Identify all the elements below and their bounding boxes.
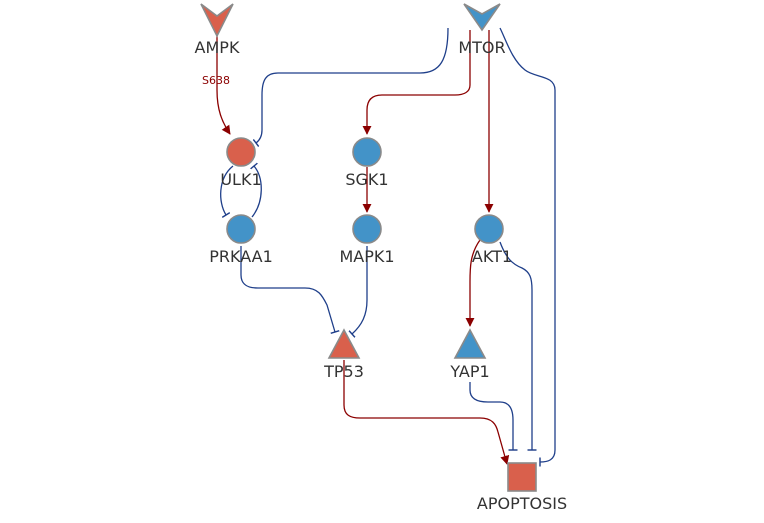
node-tp53-label: TP53 (323, 362, 364, 381)
node-mtor-label: MTOR (458, 38, 505, 57)
node-apoptosis-shape (507, 462, 537, 492)
node-ampk-label: AMPK (195, 38, 240, 57)
edges: S638 (202, 27, 556, 467)
node-ulk1[interactable]: ULK1 (220, 137, 262, 189)
node-yap1[interactable]: YAP1 (449, 328, 490, 381)
node-ampk-shape (200, 3, 234, 38)
edge-tp53-apoptosis[interactable] (343, 360, 510, 465)
node-yap1-label: YAP1 (449, 362, 489, 381)
node-ulk1-label: ULK1 (220, 170, 261, 189)
edge-prkaa1-ulk1[interactable] (250, 162, 262, 218)
node-akt1[interactable]: AKT1 (472, 214, 512, 266)
node-tp53-shape (327, 328, 361, 359)
node-tp53[interactable]: TP53 (323, 328, 364, 381)
node-prkaa1-shape (226, 214, 256, 244)
node-ulk1-shape (226, 137, 256, 167)
node-apoptosis[interactable]: APOPTOSIS (477, 462, 567, 513)
edge-yap1-apoptosis[interactable] (469, 382, 518, 451)
edge-ulk1-prkaa1[interactable] (220, 165, 234, 218)
edge-mtor-ulk1[interactable] (252, 27, 449, 148)
edge-akt1-apoptosis[interactable] (499, 241, 537, 451)
node-sgk1[interactable]: SGK1 (345, 137, 389, 189)
node-mapk1-shape (352, 214, 382, 244)
nodes: AMPK MTOR ULK1 SGK1 PRKAA1 MAPK1 (195, 3, 567, 513)
edge-mtor-apoptosis[interactable] (499, 27, 556, 467)
node-ampk[interactable]: AMPK (195, 3, 240, 57)
edge-mtor-sgk1[interactable] (362, 30, 471, 135)
edge-mapk1-tp53[interactable] (348, 246, 368, 338)
node-prkaa1-label: PRKAA1 (209, 247, 273, 266)
node-prkaa1[interactable]: PRKAA1 (209, 214, 273, 266)
node-sgk1-label: SGK1 (345, 170, 388, 189)
edge-prkaa1-tp53[interactable] (240, 246, 340, 334)
node-mapk1[interactable]: MAPK1 (339, 214, 395, 266)
edge-akt1-yap1[interactable] (465, 239, 481, 327)
node-akt1-label: AKT1 (472, 247, 512, 266)
node-mapk1-label: MAPK1 (339, 247, 394, 266)
node-akt1-shape (474, 214, 504, 244)
edge-ampk-ulk1[interactable] (216, 36, 231, 135)
edge-label-s638: S638 (202, 74, 230, 87)
node-yap1-shape (453, 328, 487, 359)
node-apoptosis-label: APOPTOSIS (477, 494, 567, 513)
node-sgk1-shape (352, 137, 382, 167)
node-mtor-shape (463, 3, 501, 32)
node-mtor[interactable]: MTOR (458, 3, 506, 57)
